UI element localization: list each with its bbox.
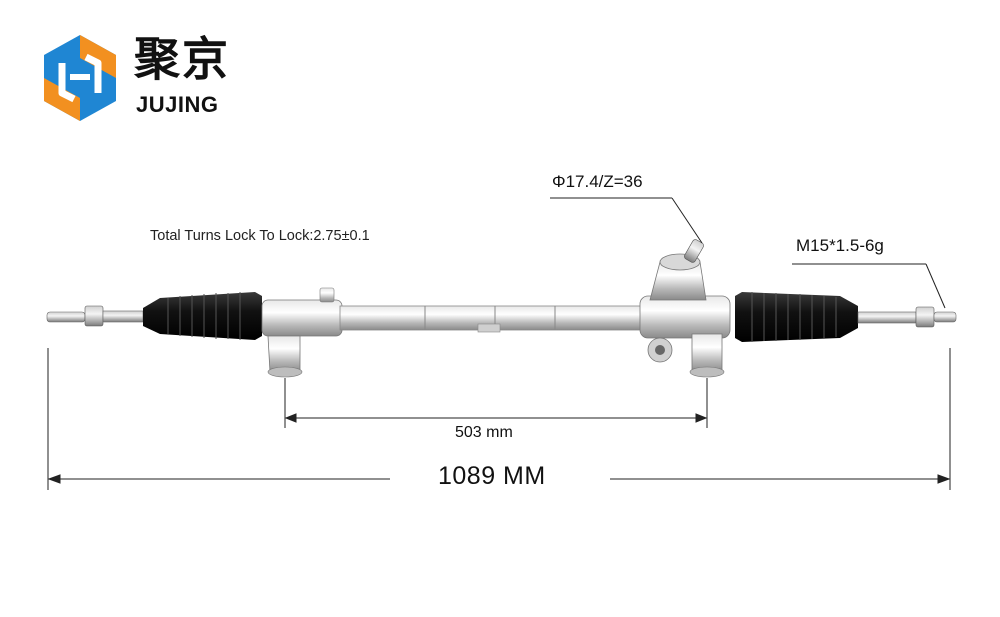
brand-name-chinese: 聚京	[134, 32, 230, 86]
mount-spacing-dimension	[284, 378, 708, 428]
thread-spec-label: M15*1.5-6g	[796, 236, 884, 255]
jujing-logo-icon	[44, 35, 116, 121]
pinion-callout-leader	[550, 197, 703, 244]
overall-length-label: 1089 MM	[438, 462, 546, 490]
overall-length-dimension	[47, 348, 951, 490]
left-rubber-boot	[143, 292, 262, 340]
total-turns-label: Total Turns Lock To Lock:2.75±0.1	[150, 228, 370, 244]
thread-callout-leader	[792, 263, 946, 309]
right-rubber-boot	[735, 292, 858, 342]
brand-name-english: JUJING	[136, 92, 219, 117]
mount-spacing-label: 503 mm	[455, 424, 513, 441]
rack-housing	[261, 239, 731, 378]
pinion-spec-label: Φ17.4/Z=36	[552, 172, 643, 191]
right-tie-rod	[857, 306, 957, 328]
left-tie-rod	[46, 305, 144, 327]
